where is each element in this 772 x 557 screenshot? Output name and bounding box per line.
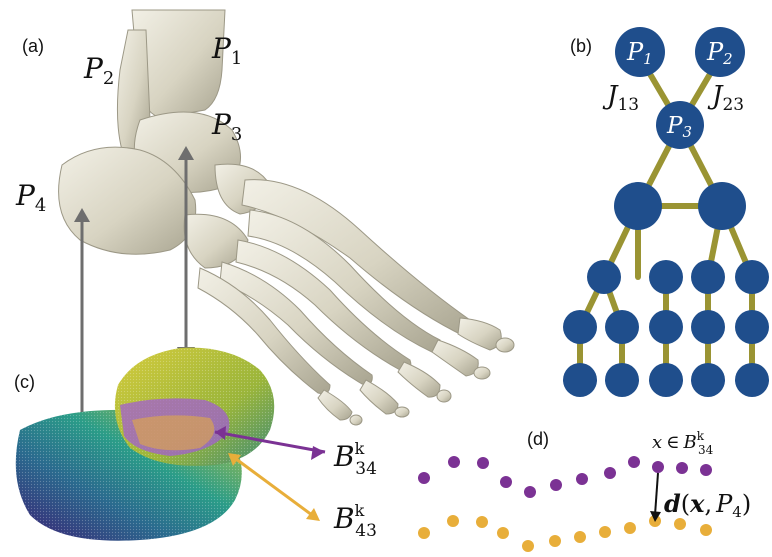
graph-node — [587, 260, 621, 294]
joint-graph: P1 P2 P3 J13 J23 — [563, 27, 769, 397]
bone-label-p1: P1 — [211, 32, 242, 69]
membership-label: x∈Bk34 — [652, 429, 714, 457]
boundary-label-43: Bk43 — [333, 501, 377, 541]
distance-arrow-icon — [655, 473, 658, 515]
panel-label-a: (a) — [22, 36, 44, 56]
graph-node — [563, 310, 597, 344]
graph-node — [691, 363, 725, 397]
boundary-points-orange — [418, 515, 712, 552]
panel-label-b: (b) — [570, 36, 592, 56]
graph-node — [649, 363, 683, 397]
graph-node — [691, 310, 725, 344]
bone-label-p4: P4 — [15, 179, 46, 216]
graph-node — [735, 310, 769, 344]
bone-label-p3: P3 — [211, 108, 242, 145]
graph-node — [649, 310, 683, 344]
graph-node — [605, 310, 639, 344]
graph-node — [649, 260, 683, 294]
panel-label-c: (c) — [14, 372, 35, 392]
contact-region-43 — [132, 415, 214, 450]
bone-label-p2: P2 — [83, 52, 114, 89]
foot-skeleton — [59, 10, 514, 425]
panel-label-d: (d) — [527, 429, 549, 449]
graph-node — [691, 260, 725, 294]
graph-node — [698, 182, 746, 230]
joint-label-13: J13 — [602, 81, 639, 115]
distance-label: d(x,P4) — [664, 489, 751, 521]
graph-node — [735, 363, 769, 397]
boundary-label-34: Bk34 — [333, 439, 377, 479]
joint-label-23: J23 — [707, 81, 744, 115]
orange-arrow-icon — [232, 456, 316, 518]
graph-nodes — [563, 27, 769, 397]
graph-node — [614, 182, 662, 230]
graph-node — [605, 363, 639, 397]
purple-arrowhead-icon — [311, 446, 325, 460]
bone-mesh — [16, 348, 274, 541]
orange-arrowhead-icon — [306, 508, 320, 521]
graph-node — [563, 363, 597, 397]
graph-node — [735, 260, 769, 294]
